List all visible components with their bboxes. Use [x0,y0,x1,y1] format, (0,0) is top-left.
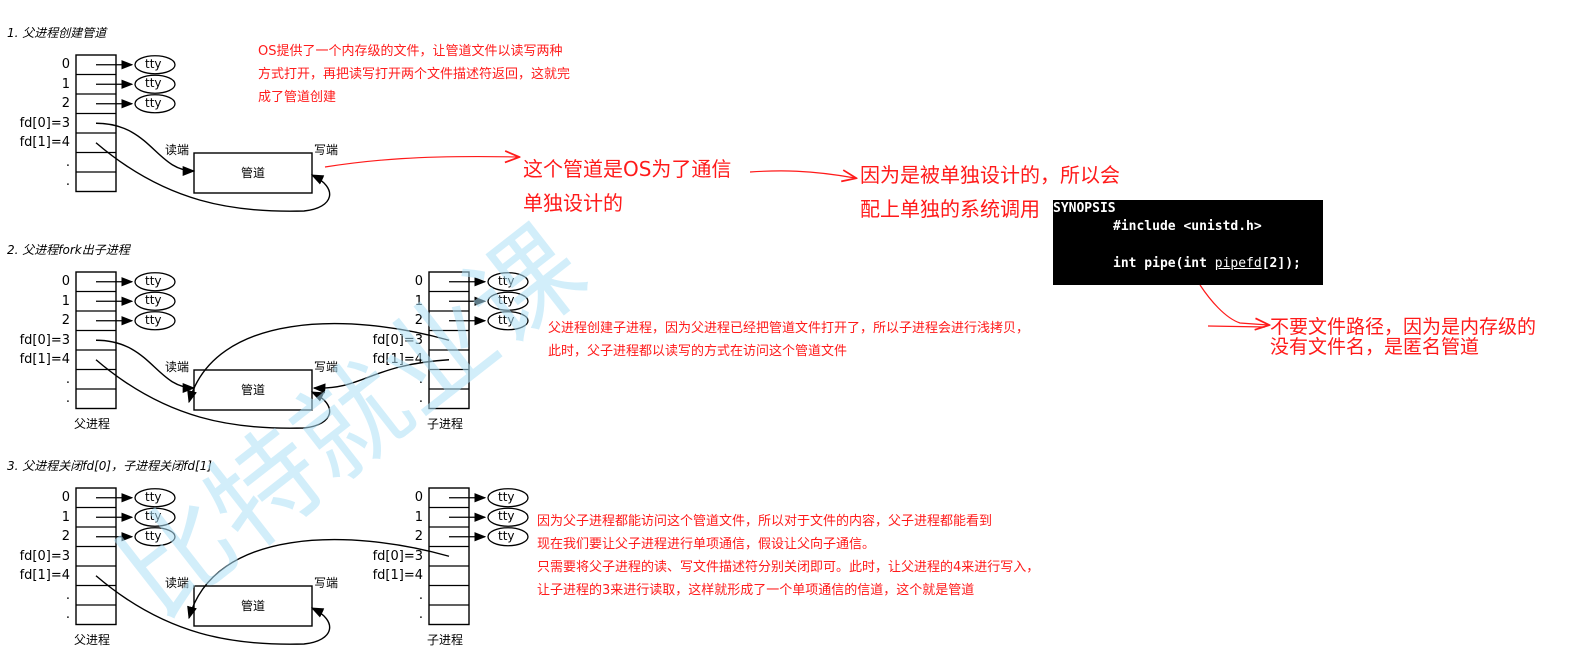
code-synopsis: SYNOPSIS [1053,201,1116,216]
parent-tty-ellipse [134,94,176,114]
arrow-to-pipe-note [324,157,518,168]
parent-fd-label: fd[1]=4 [19,568,70,583]
child-fd-label: fd[1]=4 [372,352,423,367]
child-tty-ellipse [487,311,529,331]
child-tty-ellipse [487,507,529,527]
parent-tty-label: tty [145,95,162,110]
parent-fd-label: 2 [61,529,70,544]
parent-fd-label: . [65,607,70,622]
parent-fd-label: fd[1]=4 [19,135,70,150]
child-fd-label: 2 [414,529,423,544]
close-note: 因为父子进程都能访问这个管道文件，所以对于文件的内容，父子进程都能看到现在我们要… [537,514,1040,598]
parent-tty-ellipse [134,74,176,94]
child-fd-label: 1 [414,509,423,525]
parent-tty-label: tty [145,76,162,91]
section-title: 2. 父进程fork出子进程 [7,243,130,257]
fork-note: 父进程创建子进程，因为父进程已经把管道文件打开了，所以子进程会进行浅拷贝，此时，… [548,321,1030,359]
parent-tty-ellipse [134,488,176,508]
pipe-box [193,369,313,411]
read-end-label: 读端 [165,360,190,374]
parent-fd-label: . [65,391,70,406]
child-tty-ellipse [487,488,529,508]
child-tty-label: tty [498,509,515,524]
code-signature: int pipe(int pipefd[2]); [1113,256,1301,271]
parent-tty-ellipse [134,527,176,547]
write-end-label: 写端 [314,143,339,157]
pipe-synopsis-code: SYNOPSIS #include <unistd.h> int pipe(in… [1053,200,1323,285]
child-fd-label: . [418,607,423,622]
parent-tty-label: tty [145,509,162,524]
parent-fd-label: . [65,587,70,603]
child-tty-ellipse [487,272,529,292]
section-title: 3. 父进程关闭fd[0]，子进程关闭fd[1] [7,459,212,473]
parent-fd-label: 1 [61,76,70,92]
parent-tty-label: tty [145,312,162,327]
parent-fd-label: fd[0]=3 [19,115,70,131]
separate-syscall-note: 因为是被单独设计的，所以会配上单独的系统调用 [860,163,1120,221]
child-fd-label: . [418,391,423,406]
child-fd-label: fd[1]=4 [372,568,423,583]
parent-fd-table [75,487,117,626]
parent-fd-label: 1 [61,293,70,309]
section-title: 1. 父进程创建管道 [7,26,107,40]
parent-tty-ellipse [134,507,176,527]
pipe-designed-note: 这个管道是OS为了通信单独设计的 [523,157,732,215]
pipe-label: 管道 [241,599,266,613]
child-fd-label: 2 [414,313,423,328]
write-end-label: 写端 [314,360,339,374]
anonymous-pipe-note: 不要文件路径，因为是内存级的没有文件名，是匿名管道 [1270,316,1537,358]
read-end-label: 读端 [165,143,190,157]
child-tty-label: tty [498,312,515,327]
arrow-to-syscall-note [749,171,855,178]
code-include: #include <unistd.h> [1113,219,1262,234]
parent-tty-ellipse [134,311,176,331]
child-fd-label: 0 [414,274,423,289]
child-process-label: 子进程 [427,416,464,431]
child-tty-label: tty [498,293,515,308]
parent-fd-label: fd[1]=4 [19,352,70,367]
pipe-box [193,152,313,194]
pipe-label: 管道 [241,166,266,180]
child-fd-label: fd[0]=3 [372,332,423,348]
parent-tty-label: tty [145,528,162,543]
parent-fd-label: . [65,174,70,189]
child-fd-label: . [418,371,423,387]
parent-tty-label: tty [145,489,162,504]
parent-fd-label: 0 [61,274,70,289]
parent-fd-label: . [65,154,70,170]
child-tty-label: tty [498,489,515,504]
pipe-label: 管道 [241,383,266,397]
child-tty-ellipse [487,291,529,311]
parent-fd-label: 2 [61,313,70,328]
parent-fd-label: 1 [61,509,70,525]
write-end-label: 写端 [314,576,339,590]
parent-tty-label: tty [145,56,162,71]
parent-tty-ellipse [134,55,176,75]
parent-fd-label: fd[0]=3 [19,548,70,564]
child-fd-label: fd[0]=3 [372,548,423,564]
parent-tty-label: tty [145,293,162,308]
parent-process-label: 父进程 [74,632,111,647]
parent-fd-label: 2 [61,96,70,111]
parent-fd-label: 0 [61,490,70,505]
parent-process-label: 父进程 [74,416,111,431]
child-tty-label: tty [498,273,515,288]
parent-fd-label: 0 [61,57,70,72]
parent-tty-label: tty [145,273,162,288]
child-fd-label: 1 [414,293,423,309]
os-provides-note: OS提供了一个内存级的文件，让管道文件以读写两种方式打开，再把读写打开两个文件描… [258,44,571,105]
pipe-box [193,585,313,627]
parent-tty-ellipse [134,272,176,292]
child-process-label: 子进程 [427,632,464,647]
child-tty-label: tty [498,528,515,543]
parent-fd-label: . [65,371,70,387]
parent-fd-label: fd[0]=3 [19,332,70,348]
child-fd-label: . [418,587,423,603]
read-end-label: 读端 [165,576,190,590]
arrow-to-anonymous-note [1199,284,1268,325]
parent-tty-ellipse [134,291,176,311]
child-tty-ellipse [487,527,529,547]
child-fd-label: 0 [414,490,423,505]
